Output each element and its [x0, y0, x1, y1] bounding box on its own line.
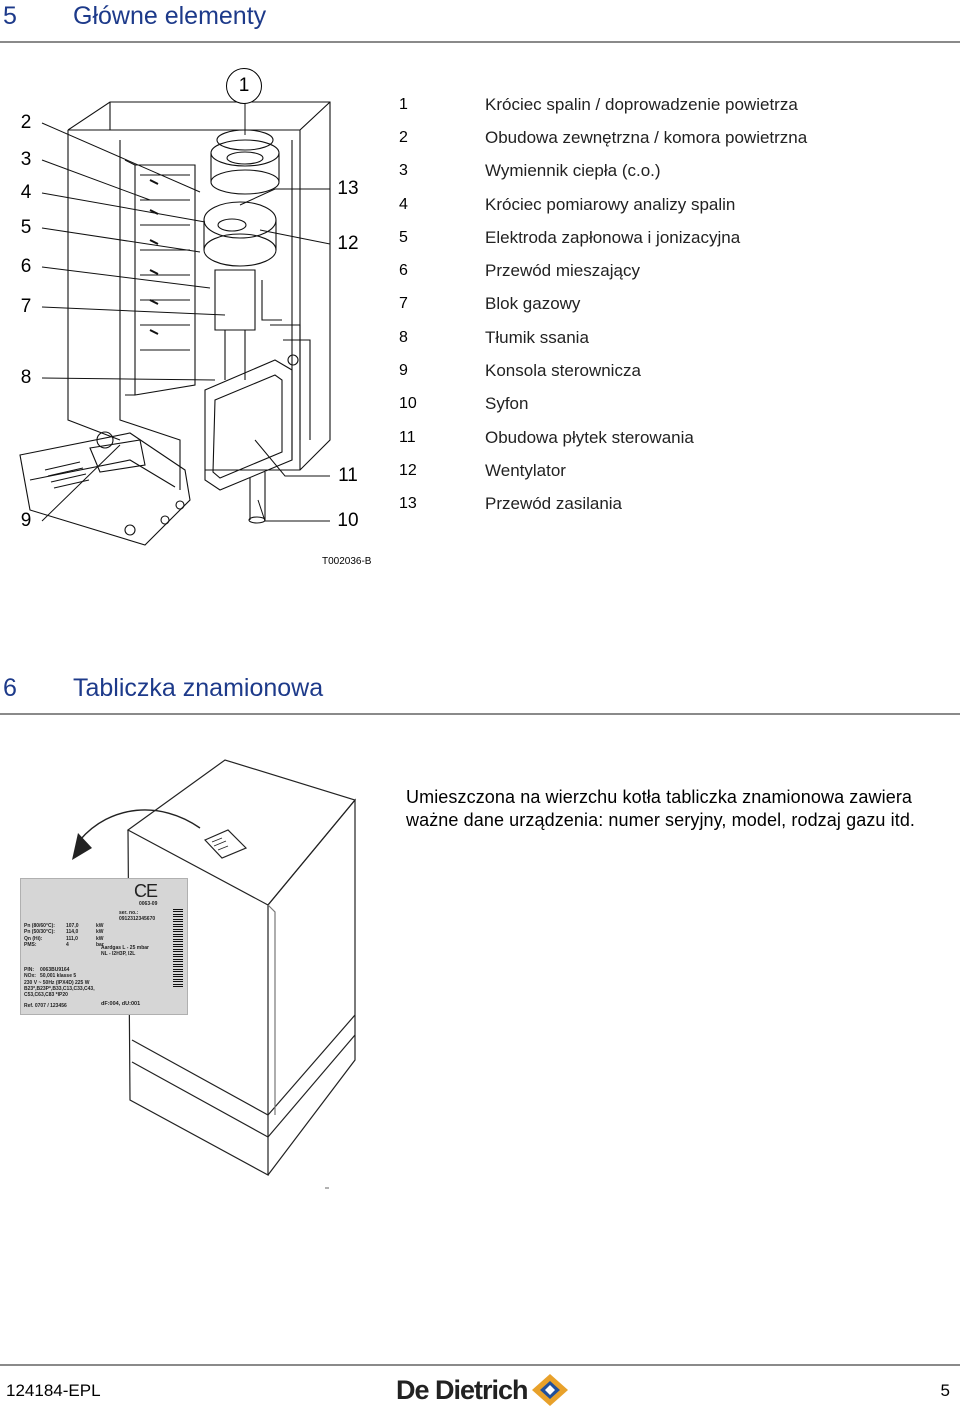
callout-9: 9	[20, 510, 32, 531]
plate-power: 230 V ~ 50Hz (IPX4D) 225 W	[24, 979, 90, 986]
boiler-components-figure: 1 2 3 4 5 6 7 8 9 13 12 11 10	[0, 68, 380, 588]
legend-row: 13 Przewód zasilania	[399, 488, 959, 521]
components-legend: 1 Króciec spalin / doprowadzenie powietrz…	[399, 88, 959, 521]
section-number: 6	[3, 674, 17, 702]
callout-1: 1	[226, 68, 262, 104]
section-title-text: Tabliczka znamionowa	[73, 674, 324, 702]
legend-row: 9 Konsola sterownicza	[399, 354, 959, 387]
callout-7: 7	[20, 296, 32, 317]
callout-3: 3	[20, 149, 32, 170]
plate-gas-info: Aardgas L - 25 mbar NL - I2H3P, I2L	[101, 945, 149, 958]
legend-number: 7	[399, 295, 408, 313]
nameplate-detail: CE 0063-09 ser. no.: 0912312345670 Pn (8…	[20, 878, 188, 1015]
legend-text: Króciec spalin / doprowadzenie powietrza	[485, 94, 798, 114]
callout-11: 11	[338, 465, 358, 486]
callout-8: 8	[20, 367, 32, 388]
page-number: 5	[940, 1381, 950, 1400]
legend-row: 7 Blok gazowy	[399, 288, 959, 321]
brand-name: De Dietrich	[396, 1374, 529, 1405]
plate-types: B23*,B23P*,B33,C13,C33,C43,	[24, 985, 95, 992]
callout-13: 13	[337, 178, 359, 199]
plate-cert-number: 0063-09	[139, 901, 158, 907]
callout-5: 5	[20, 217, 32, 238]
plate-serial: ser. no.: 0912312345670	[119, 910, 155, 922]
legend-text: Elektroda zapłonowa i jonizacyjna	[485, 227, 741, 247]
callout-10: 10	[337, 510, 359, 531]
legend-number: 9	[399, 362, 408, 380]
callout-2: 2	[20, 112, 32, 133]
serial-label: ser. no.:	[119, 910, 139, 916]
ce-mark: CE	[134, 881, 158, 901]
section-number: 5	[3, 2, 17, 30]
legend-text: Obudowa płytek sterowania	[485, 427, 694, 447]
legend-number: 12	[399, 461, 417, 479]
legend-row: 2 Obudowa zewnętrzna / komora powietrzna	[399, 121, 959, 154]
brand-emblem-icon	[531, 1374, 568, 1406]
brand-logo: De Dietrich	[396, 1372, 570, 1408]
legend-number: 13	[399, 495, 417, 513]
legend-text: Przewód zasilania	[485, 494, 623, 514]
legend-row: 12 Wentylator	[399, 454, 959, 487]
legend-number: 6	[399, 262, 408, 280]
legend-row: 5 Elektroda zapłonowa i jonizacyjna	[399, 221, 959, 254]
footer-divider	[0, 1364, 960, 1366]
legend-number: 4	[399, 195, 408, 213]
legend-number: 8	[399, 328, 408, 346]
callout-12: 12	[337, 233, 359, 254]
legend-number: 3	[399, 162, 408, 180]
section-6-title: 6 Tabliczka znamionowa	[0, 674, 960, 703]
plate-row: NOx:50,001 klasse 5	[24, 973, 77, 980]
legend-row: 6 Przewód mieszający	[399, 254, 959, 287]
plate-types: C53,C63,C83 *IP20	[24, 992, 68, 999]
document-code: 124184-EPL	[6, 1381, 101, 1400]
callout-4: 4	[20, 182, 32, 203]
figure-code: T002036-B	[322, 556, 372, 567]
section-divider	[0, 713, 960, 715]
legend-row: 8 Tłumik ssania	[399, 321, 959, 354]
plate-row: PIN:0063BU9164	[24, 967, 70, 973]
legend-number: 1	[399, 95, 408, 113]
plate-info: PIN:0063BU9164 NOx:50,001 klasse 5 230 V…	[24, 967, 95, 998]
legend-text: Króciec pomiarowy analizy spalin	[485, 194, 736, 214]
legend-text: Wentylator	[485, 460, 566, 480]
legend-text: Konsola sterownicza	[485, 361, 641, 381]
legend-text: Tłumik ssania	[485, 327, 589, 347]
legend-text: Przewód mieszający	[485, 261, 640, 281]
section-5-title: 5 Główne elementy	[0, 2, 960, 31]
plate-df: dF:004, dU:001	[101, 1001, 141, 1007]
plate-ref: Ref. 0707 / 123456	[24, 1003, 67, 1009]
legend-row: 11 Obudowa płytek sterowania	[399, 421, 959, 454]
legend-number: 2	[399, 128, 408, 146]
boiler-drawing	[19, 101, 331, 546]
section-divider	[0, 41, 960, 43]
section-title-text: Główne elementy	[73, 2, 267, 30]
legend-row: 10 Syfon	[399, 388, 959, 421]
legend-row: 3 Wymiennik ciepła (c.o.)	[399, 155, 959, 188]
nameplate-description: Umieszczona na wierzchu kotła tabliczka …	[406, 787, 916, 830]
legend-number: 10	[399, 395, 417, 413]
legend-number: 5	[399, 228, 408, 246]
callout-6: 6	[20, 256, 32, 277]
legend-text: Wymiennik ciepła (c.o.)	[485, 161, 661, 181]
legend-number: 11	[399, 428, 416, 446]
legend-row: 4 Króciec pomiarowy analizy spalin	[399, 188, 959, 221]
legend-text: Syfon	[485, 394, 529, 414]
barcode-icon	[173, 907, 183, 987]
legend-row: 1 Króciec spalin / doprowadzenie powietrz…	[399, 88, 959, 121]
legend-text: Obudowa zewnętrzna / komora powietrzna	[485, 127, 808, 147]
legend-text: Blok gazowy	[485, 294, 581, 314]
serial-value: 0912312345670	[119, 916, 156, 922]
